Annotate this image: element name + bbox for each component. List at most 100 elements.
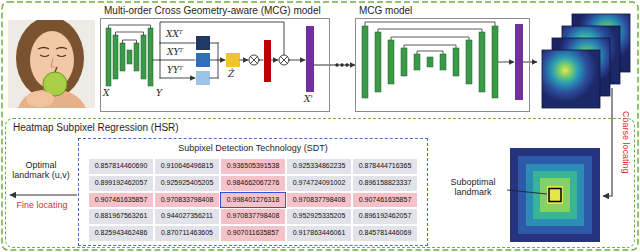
mcg-network-1: [160, 43, 195, 78]
mcg-network-2: [362, 26, 368, 98]
mcg-network-1: [240, 60, 248, 61]
table-cell: 0.970833798408: [154, 192, 220, 209]
coarse-arrow: [603, 88, 612, 196]
mcg-network-1: [226, 53, 240, 67]
mcg-network-1: [141, 35, 146, 79]
mcg-network-1: [148, 28, 153, 86]
table-cell: 0.936505391538: [220, 158, 286, 175]
mcg-network-2: [515, 24, 523, 100]
table-cell: 0.910646496815: [154, 158, 220, 175]
table-cell: 0.896192462057: [352, 208, 418, 225]
leader-line: [507, 190, 547, 194]
mcg-network-1: [289, 60, 305, 61]
table-cell: 0.907461635857: [352, 192, 418, 209]
model-box: Multi-order Cross Geometry-aware (MCG) m…: [100, 18, 330, 112]
face-photo: [26, 91, 54, 107]
mcg-network-2: [362, 22, 537, 100]
zoomed-heatmap: [533, 171, 577, 219]
table-cell: 0.998401276318: [220, 192, 286, 209]
node-title: Heatmap Subpixel Regression (HSR): [13, 122, 179, 134]
mcg-network-1: [196, 53, 210, 67]
annotation-label: Optimal landmark (u,v): [8, 160, 74, 181]
table-cell: 0.925334862235: [286, 158, 352, 175]
face-photo: [55, 67, 57, 72]
heatmap-stack: [542, 14, 630, 108]
table-cell: 0.878444716365: [352, 158, 418, 175]
table-cell: 0.845781446069: [352, 225, 418, 242]
math-symbol: Y: [156, 88, 162, 98]
zoomed-heatmap: [540, 178, 570, 212]
mcg-network-2: [466, 40, 472, 84]
zoomed-heatmap: [518, 156, 592, 234]
face-photo: [8, 20, 95, 108]
mcg-network-1: [106, 28, 111, 86]
fine-arrow: [10, 194, 77, 195]
mcg-network-1: [251, 57, 258, 64]
face-photo: [51, 58, 55, 67]
zoomed-heatmap: [549, 189, 561, 202]
math-symbol: XYᵀ: [167, 47, 183, 57]
mcg-network-1: [120, 43, 125, 71]
mcg-network-1: [271, 60, 278, 61]
mcg-network-1: [113, 35, 118, 79]
mcg-network-2: [365, 22, 495, 54]
zoomed-heatmap: [526, 164, 584, 226]
mcg-network-2: [427, 57, 433, 67]
table-cell: 0.952925335205: [286, 208, 352, 225]
math-symbol: X: [103, 88, 109, 98]
zoomed-heatmap: [510, 148, 600, 242]
heatmap-stack: [542, 50, 600, 108]
process-note: Coarse locating: [621, 111, 631, 174]
math-symbol: XXᵀ: [166, 29, 183, 39]
mcg-network-1: [249, 55, 259, 65]
face-photo: [38, 48, 67, 50]
table-cell: 0.857814460690: [88, 158, 154, 175]
flow-arrow: [330, 65, 355, 66]
mcg-network-1: [259, 60, 263, 61]
table-cell: 0.899192462057: [88, 175, 154, 192]
table-cell: 0.925925405205: [154, 175, 220, 192]
mcg-network-2: [440, 54, 446, 70]
mcg-network-1: [196, 71, 210, 85]
mcg-network-1: [127, 50, 132, 64]
outer-frame: [2, 2, 638, 250]
module-region: Heatmap Subpixel Regression (HSR)Subpixe…: [5, 118, 635, 248]
table-cell: 0.984662067276: [220, 175, 286, 192]
mcg-network-1: [306, 26, 314, 92]
table-cell: 0.896158823337: [352, 175, 418, 192]
fine-arrow: [10, 195, 77, 196]
mcg-network-1: [264, 40, 271, 82]
math-symbol: X': [304, 94, 313, 104]
mcg-network-2: [375, 32, 381, 92]
face-photo: [40, 55, 66, 57]
table-cell: 0.970837798408: [286, 192, 352, 209]
outer-frame: [2, 2, 638, 250]
mcg-network-2: [388, 40, 394, 84]
leader-line: [507, 190, 547, 194]
annotation-label: Fine locating: [6, 200, 78, 210]
coarse-arrow: [603, 88, 612, 196]
table-cell: 0.970837798408: [220, 208, 286, 225]
zoomed-heatmap: [547, 186, 563, 204]
table-cell: 0.881967563261: [88, 208, 154, 225]
mcg-network-2: [479, 32, 485, 92]
model-box: MCG model: [355, 18, 530, 112]
table-cell: 0.825943462486: [88, 225, 154, 242]
mcg-network-1: [106, 22, 330, 92]
node-title: MCG model: [359, 5, 412, 17]
mcg-network-1: [134, 43, 139, 71]
mcg-network-1: [218, 60, 225, 61]
table-cell: 0.917863446061: [286, 225, 352, 242]
node-title: Multi-order Cross Geometry-aware (MCG) m…: [104, 5, 321, 17]
table-cell: 0.907461635857: [88, 192, 154, 209]
mcg-network-1: [314, 65, 330, 66]
mcg-network-1: [109, 25, 151, 43]
zoomed-heatmap: [510, 148, 600, 242]
table-cell: 0.944027356211: [154, 208, 220, 225]
mcg-network-2: [414, 54, 420, 70]
mcg-network-2: [492, 26, 498, 98]
mcg-network-2: [401, 48, 407, 76]
mcg-network-2: [523, 62, 537, 63]
mcg-network-2: [453, 48, 459, 76]
